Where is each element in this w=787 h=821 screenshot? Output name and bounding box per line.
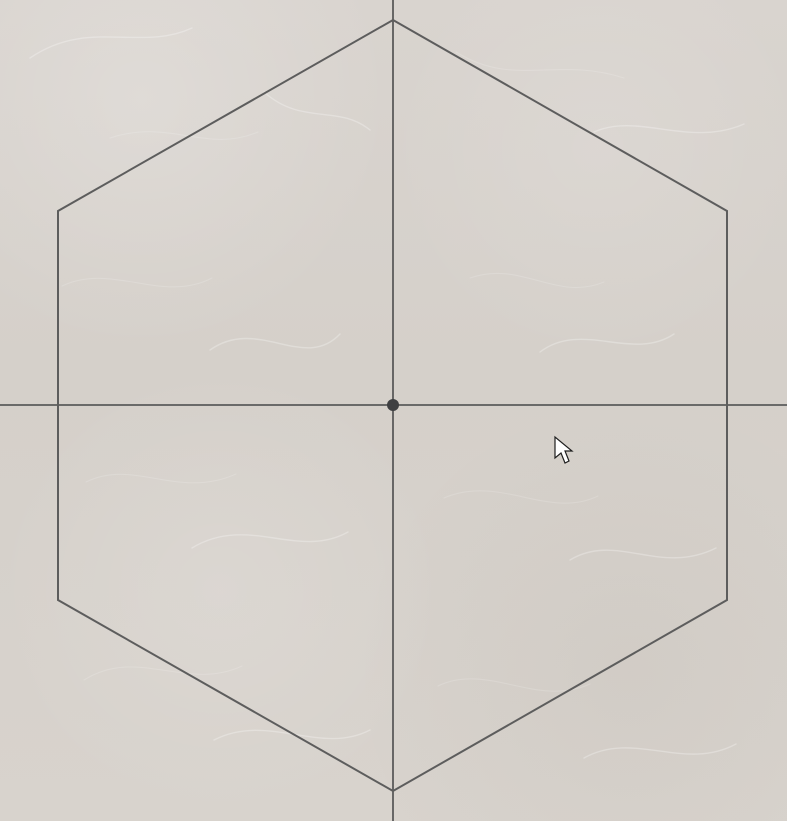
center-point (387, 399, 399, 411)
paper-texture (29, 27, 745, 759)
mouse-pointer-icon (554, 435, 574, 464)
hexagon-outline (57, 18, 728, 793)
